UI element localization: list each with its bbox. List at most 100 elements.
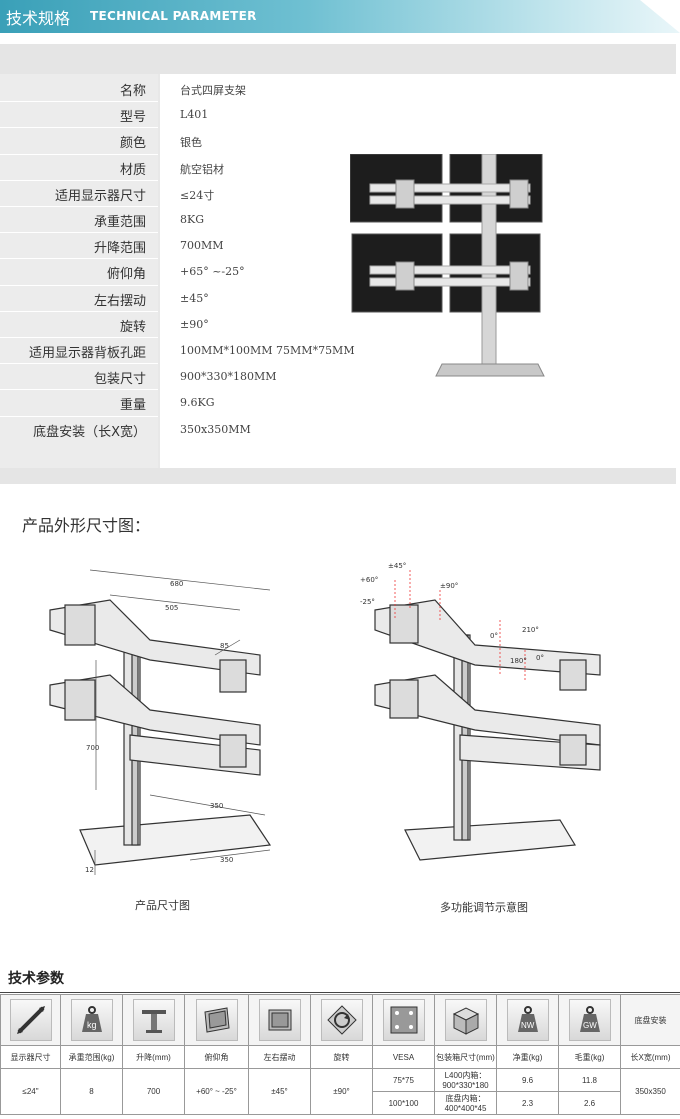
- header-title-cn: 技术规格: [6, 9, 71, 28]
- spec-value: 9.6KG: [180, 396, 215, 410]
- icon-cell-weight: kg: [60, 994, 123, 1046]
- nw-text: NW: [521, 1021, 535, 1030]
- net-weight-icon: NW: [506, 999, 549, 1041]
- spec-label: 适用显示器背板孔距: [28, 346, 146, 361]
- angle-label-6: 210°: [522, 626, 539, 634]
- spec-label: 适用显示器尺寸: [54, 188, 146, 204]
- value-nw-1: 9.6: [496, 1068, 559, 1092]
- value-box-2: 底盘内箱：400*400*45: [434, 1091, 497, 1115]
- param-label: 显示器尺寸: [0, 1045, 61, 1069]
- icon-cell-rotate: [310, 994, 373, 1046]
- row-divider: [0, 258, 158, 260]
- angle-label-8: 0°: [536, 654, 544, 662]
- icon-cell-box: [434, 994, 497, 1046]
- spec-value: +65° ~-25°: [180, 265, 245, 279]
- row-divider: [0, 127, 158, 129]
- dim-label-6: 350: [220, 856, 233, 864]
- product-dimension-drawing: 680 505 85 700 350 350 12: [49, 569, 272, 875]
- value-rotate: ±90°: [310, 1068, 373, 1115]
- angle-label-1: ±45°: [388, 562, 406, 570]
- spec-label: 重量: [119, 398, 146, 414]
- spec-row: 名称台式四屏支架: [0, 76, 676, 102]
- left-drawing-caption: 产品尺寸图: [135, 899, 190, 912]
- param-label: VESA: [372, 1045, 435, 1069]
- row-divider: [0, 415, 158, 417]
- row-divider: [0, 153, 158, 155]
- swing-icon: [258, 999, 301, 1041]
- header-title-en: TECHNICAL PARAMETER: [90, 9, 257, 23]
- spec-value: 350x350MM: [180, 422, 251, 436]
- angle-label-5: 0°: [490, 632, 498, 640]
- spec-label: 材质: [119, 162, 146, 178]
- value-screen: ≤24": [0, 1068, 61, 1115]
- param-label: 旋转: [310, 1045, 373, 1069]
- angle-label-7: 180°: [510, 657, 527, 665]
- value-nw-2: 2.3: [496, 1091, 559, 1115]
- tilt-icon: [195, 999, 238, 1041]
- icon-cell-lift: [122, 994, 185, 1046]
- row-divider: [0, 389, 158, 391]
- rotate-icon: [320, 999, 363, 1041]
- angle-label-4: -25°: [360, 598, 375, 606]
- dim-label-7: 12: [85, 866, 94, 874]
- row-divider: [0, 363, 158, 365]
- spec-value: 900*330*180MM: [180, 370, 277, 384]
- icon-cell-tilt: [184, 994, 249, 1046]
- spec-value: 700MM: [180, 239, 224, 253]
- spec-label: 升降范围: [93, 241, 146, 257]
- param-label: 包装箱尺寸(mm): [434, 1045, 497, 1069]
- params-title: 技术参数: [8, 971, 64, 987]
- product-photo: [350, 154, 545, 377]
- adjustment-diagram: ±45° ±90° +60° -25° 0° 210° 180° 0°: [360, 562, 601, 861]
- row-divider: [0, 101, 158, 103]
- value-gw-2: 2.6: [558, 1091, 621, 1115]
- spec-value: 8KG: [180, 213, 205, 226]
- spec-row: 适用显示器尺寸 ≤24寸: [0, 181, 676, 207]
- angle-label-2: ±90°: [440, 582, 458, 590]
- lift-pole-icon: [132, 999, 175, 1041]
- value-tilt: +60° ~ -25°: [184, 1068, 249, 1115]
- spec-row: 材质 航空铝材: [0, 155, 676, 181]
- spec-value: 100MM*100MM 75MM*75MM: [180, 344, 355, 357]
- spec-value: ±90°: [180, 317, 209, 331]
- spec-row: 底盘安装（长X宽）350x350MM: [0, 417, 676, 443]
- spec-row: 升降范围 700MM: [0, 233, 676, 259]
- spec-value: 银色: [180, 136, 202, 150]
- package-box-icon: [444, 999, 487, 1041]
- angle-label-3: +60°: [360, 576, 378, 584]
- value-weight: 8: [60, 1068, 123, 1115]
- row-divider: [0, 232, 158, 234]
- spec-value: 航空铝材: [180, 162, 224, 176]
- spec-label: 旋转: [119, 319, 146, 335]
- dim-label-4: 700: [86, 744, 99, 752]
- params-divider: [0, 992, 680, 993]
- spec-row: 左右摆动 ±45°: [0, 286, 676, 312]
- row-divider: [0, 206, 158, 207]
- row-divider: [0, 284, 158, 286]
- spec-row: 俯仰角+65° ~-25°: [0, 259, 676, 285]
- gw-text: GW: [583, 1021, 597, 1030]
- value-vesa-2: 100*100: [372, 1091, 435, 1115]
- spec-label: 左右摆动: [93, 293, 146, 309]
- vesa-icon: [382, 999, 425, 1041]
- param-label: 承重范围(kg): [60, 1045, 123, 1069]
- spec-row: 旋转 ±90°: [0, 312, 676, 338]
- kg-weight-icon: kg: [70, 999, 113, 1041]
- spec-value: ≤24寸: [180, 188, 215, 202]
- spec-row: 颜色银色: [0, 128, 676, 154]
- row-divider: [0, 337, 158, 338]
- value-base: 350x350: [620, 1068, 680, 1115]
- value-lift: 700: [122, 1068, 185, 1115]
- spec-value: ±45°: [180, 291, 209, 305]
- section-header: 技术规格 TECHNICAL PARAMETER: [0, 0, 680, 33]
- icon-cell-nw: NW: [496, 994, 559, 1046]
- row-divider: [0, 310, 158, 312]
- value-box-1: L400内箱：900*330*180: [434, 1068, 497, 1092]
- dim-label-2: 505: [165, 604, 178, 612]
- diagonal-screen-icon: [9, 999, 52, 1041]
- kg-text: kg: [87, 1020, 97, 1030]
